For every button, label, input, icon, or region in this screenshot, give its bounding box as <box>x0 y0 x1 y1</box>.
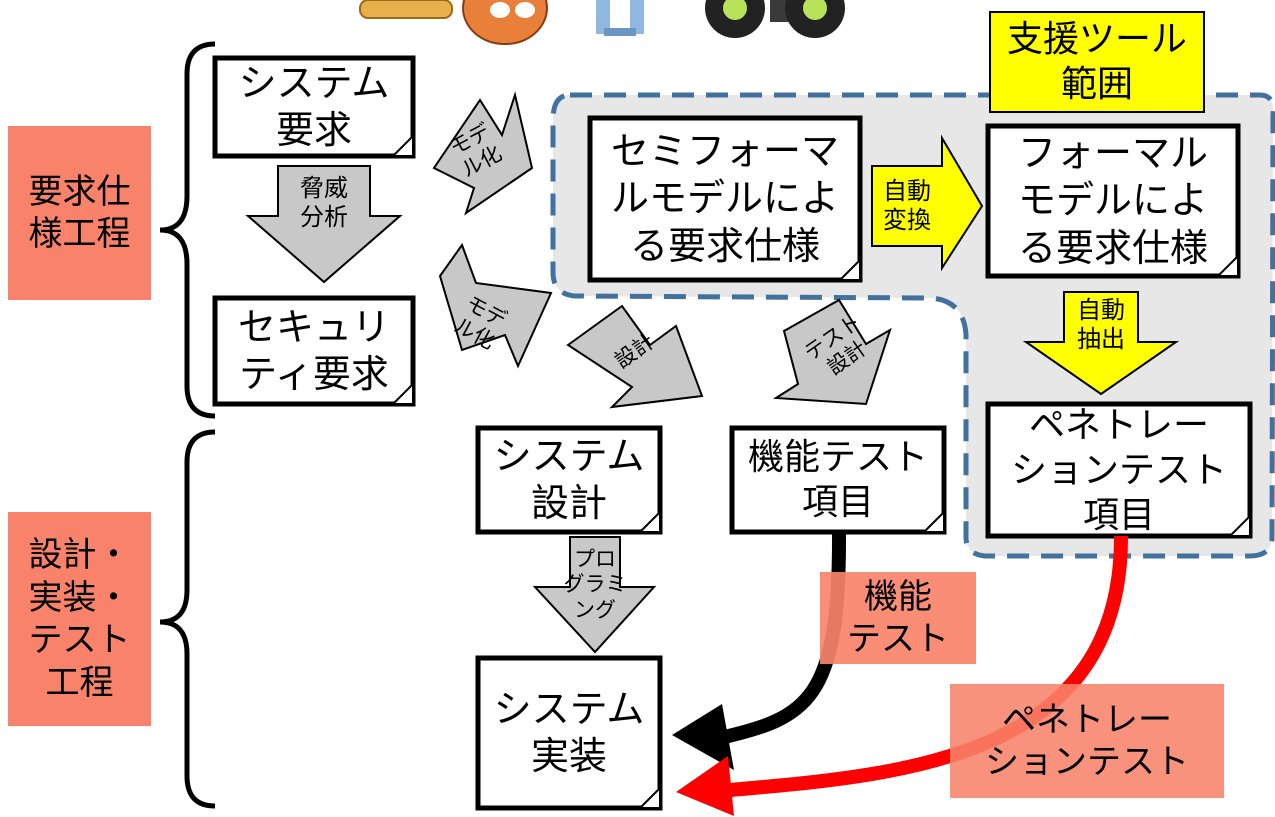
programming-label: プロ グラミ ング <box>563 547 627 622</box>
robot-images-strip <box>359 0 845 45</box>
flow-label-box-penetration-test <box>950 684 1224 798</box>
doc-formal-spec: フォーマル モデルによ る要求仕様 <box>1017 130 1208 270</box>
phase-label-design-impl-test: 設計・ 実装・ テスト 工程 <box>28 535 131 703</box>
modeling-arrow-2-shape <box>438 242 553 369</box>
threat-analysis-arrow-shape <box>245 165 403 284</box>
brace-design-impl-test <box>159 429 216 809</box>
tool-scope-label: 支援ツール 範囲 <box>1006 19 1187 105</box>
doc-penetration-test-items: ペネトレー ションテスト 項目 <box>1010 404 1227 536</box>
doc-box-semiformal-spec <box>587 115 863 283</box>
flow-label-box-functional-test <box>820 572 976 664</box>
phase-label-requirements: 要求仕 様工程 <box>28 171 131 255</box>
test-design-arrow-shape <box>772 298 892 406</box>
doc-box-formal-spec <box>985 123 1241 279</box>
doc-box-functional-test-items <box>729 425 947 535</box>
doc-box-penetration-test-items <box>985 401 1253 539</box>
doc-shapes <box>212 55 1253 811</box>
tool-scope-label-box <box>989 11 1205 113</box>
auto-extract-label: 自動 抽出 <box>1077 296 1125 353</box>
doc-security-requirements: セキュリ ティ要求 <box>237 304 390 397</box>
programming-arrow-shape <box>532 536 657 654</box>
doc-box-system-design <box>475 425 663 535</box>
auto-convert-label: 自動 変換 <box>883 177 931 234</box>
brace-requirements <box>159 41 216 419</box>
modeling-arrow-1-shape <box>432 91 534 216</box>
yellow-arrows <box>871 134 1180 396</box>
auto-extract-arrow-shape <box>1022 291 1180 396</box>
penetration-test-flow-label: ペネトレー ションテスト <box>985 699 1189 783</box>
functional-test-flow-label: 機能 テスト <box>847 576 949 660</box>
phase-box-requirements <box>8 126 151 300</box>
doc-folded-corners <box>390 133 1251 809</box>
design-arrow-shape <box>566 304 704 409</box>
doc-box-system-implementation <box>475 655 663 811</box>
threat-analysis-label: 脅威 分析 <box>300 174 348 231</box>
doc-box-security-requirements <box>212 295 416 407</box>
penetration-test-flow-arrowhead <box>676 756 734 816</box>
doc-system-requirements: システム 要求 <box>238 60 390 153</box>
doc-system-design: システム 設計 <box>493 433 645 526</box>
phase-box-design-impl-test <box>8 512 151 726</box>
doc-system-implementation: システム 実装 <box>493 686 645 779</box>
doc-box-system-requirements <box>212 55 416 159</box>
doc-functional-test-items: 機能テスト 項目 <box>747 437 928 523</box>
functional-test-flow-arrowhead <box>672 704 734 770</box>
doc-semiformal-spec: セミフォーマ ルモデルによ る要求仕様 <box>610 128 839 268</box>
gray-arrows <box>245 91 892 654</box>
auto-convert-arrow-shape <box>871 134 984 272</box>
